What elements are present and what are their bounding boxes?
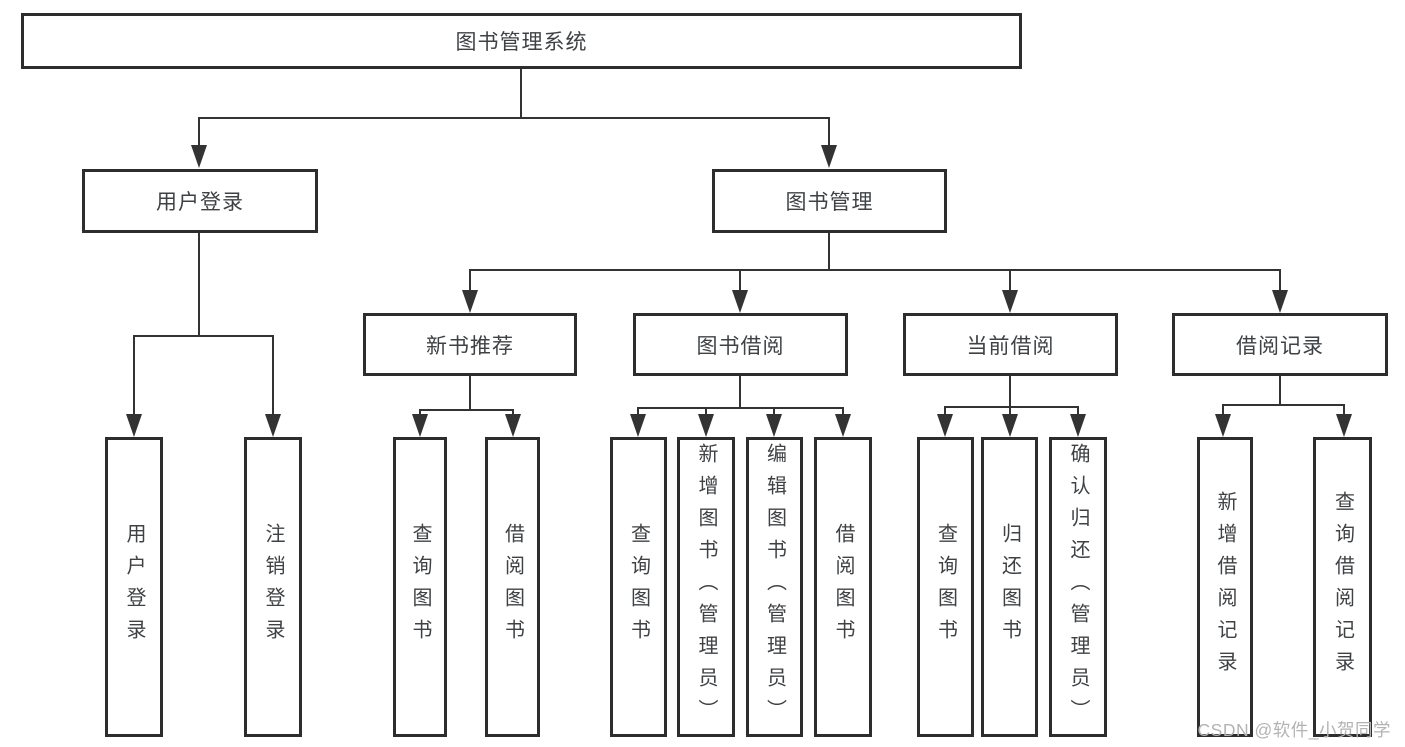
node-label: 当前借阅 [966, 334, 1055, 358]
leaf-query-borrow-record: 查询借阅记录 [1313, 437, 1372, 737]
node-label: 编辑图书（管理员） [763, 443, 786, 731]
edge-current-borrow-children [937, 376, 1086, 437]
leaf-add-books-admin: 新增图书（管理员） [677, 437, 735, 737]
edge-records-children [1215, 376, 1352, 437]
leaf-return-books: 归还图书 [981, 437, 1038, 737]
node-label: 借阅记录 [1236, 334, 1324, 358]
leaf-user-login: 用户登录 [105, 437, 163, 737]
edge-new-rec-children [412, 376, 521, 437]
node-borrowing-records: 借阅记录 [1172, 313, 1388, 376]
leaf-add-borrow-record: 新增借阅记录 [1197, 437, 1253, 737]
edge-book-mgmt-to-level3 [462, 233, 1288, 313]
node-label: 图书管理系统 [455, 31, 588, 54]
node-label: 用户登录 [156, 191, 244, 214]
node-label: 新增借阅记录 [1214, 491, 1236, 683]
node-book-borrowing: 图书借阅 [633, 313, 848, 376]
node-label: 新增图书（管理员） [695, 443, 717, 731]
node-label: 确认归还（管理员） [1067, 443, 1089, 731]
node-label: 注销登录 [262, 523, 284, 651]
leaf-edit-books-admin: 编辑图书（管理员） [746, 437, 803, 737]
node-new-book-recommendation: 新书推荐 [363, 313, 577, 376]
leaf-borrow-books: 借阅图书 [814, 437, 872, 737]
node-label: 图书借阅 [696, 334, 785, 358]
leaf-logout: 注销登录 [244, 437, 302, 737]
node-label: 查询图书 [409, 523, 431, 651]
edge-user-login-children [126, 233, 281, 437]
node-book-management: 图书管理 [712, 169, 947, 233]
node-library-management-system: 图书管理系统 [21, 13, 1022, 69]
node-label: 用户登录 [123, 523, 145, 651]
csdn-watermark: CSDN @软件_小贺同学 [1197, 720, 1391, 740]
edge-book-borrow-children [630, 376, 851, 437]
edge-root-to-level2 [191, 68, 837, 168]
node-label: 新书推荐 [426, 334, 514, 358]
node-label: 图书管理 [785, 191, 874, 214]
leaf-query-books: 查询图书 [917, 437, 974, 737]
leaf-query-books: 查询图书 [610, 437, 667, 737]
node-label: 查询图书 [934, 523, 957, 651]
node-label: 借阅图书 [501, 523, 524, 651]
node-label: 借阅图书 [832, 523, 854, 651]
node-label: 查询图书 [627, 523, 650, 651]
node-current-borrowing: 当前借阅 [903, 313, 1118, 376]
node-label: 查询借阅记录 [1331, 491, 1354, 683]
leaf-confirm-return-admin: 确认归还（管理员） [1049, 437, 1107, 737]
leaf-query-books: 查询图书 [393, 437, 447, 737]
node-label: 归还图书 [998, 523, 1021, 651]
node-user-login: 用户登录 [82, 169, 318, 233]
leaf-borrow-books: 借阅图书 [485, 437, 540, 737]
